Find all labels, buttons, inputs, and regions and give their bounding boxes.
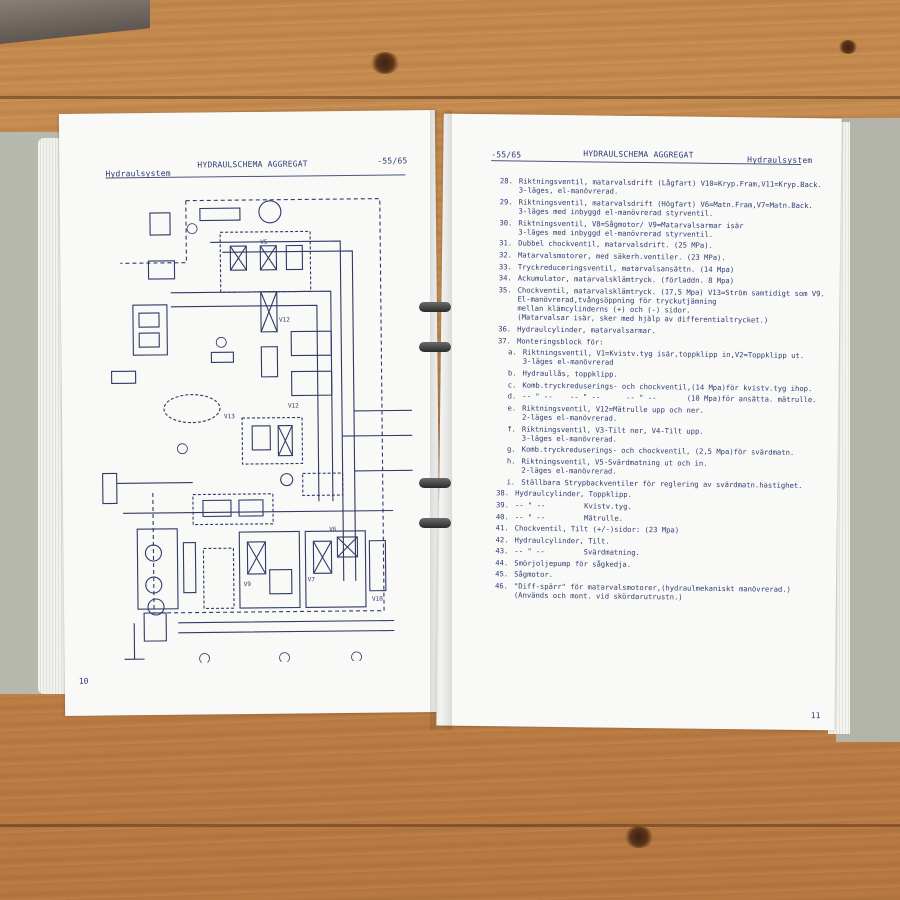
table-plank-seam — [0, 96, 900, 99]
item-text: Komb.tryckreduserings- och chockventil,(… — [522, 380, 813, 393]
item-text: Riktningsventil, matarvalsdrift (Lågfart… — [518, 176, 822, 196]
item-text: Matarvalsmotorer, med säkerh.ventiler. (… — [517, 250, 726, 263]
item-text: Komb.tryckreduserings- och chockventil, … — [521, 444, 795, 458]
item-text: Riktningsventil, V3-Tilt ner, V4-Tilt up… — [521, 424, 704, 444]
left-header-page-range: -55/65 — [377, 156, 408, 166]
item-text: Sågmotor. — [514, 569, 554, 580]
right-header-title: HYDRAULSCHEMA AGGREGAT — [583, 149, 694, 160]
sub-list-item: f. Riktningsventil, V3-Tilt ner, V4-Tilt … — [486, 424, 826, 447]
item-number: 43. — [495, 546, 509, 556]
item-number: 42. — [495, 534, 509, 545]
item-text: Hydraullås, toppklipp. — [522, 368, 618, 379]
item-number: a. — [508, 347, 517, 357]
item-text: "Diff-spärr" för matarvalsmotorer,(hydra… — [513, 581, 791, 602]
item-number: 38. — [496, 488, 510, 498]
wood-knot — [370, 52, 400, 74]
valve-label: V13 — [224, 413, 235, 420]
binder-ring — [419, 478, 451, 488]
hydraulic-schematic: V5 V12 V13 V9 V7 V6 V10 V12 — [102, 198, 415, 664]
item-number: i. — [506, 477, 516, 487]
item-number: b. — [507, 368, 517, 378]
item-number: 29. — [499, 197, 513, 207]
item-number: 36. — [498, 324, 512, 334]
item-number: 35. — [498, 285, 512, 295]
right-page: -55/65 HYDRAULSCHEMA AGGREGAT Hydraulsys… — [436, 113, 842, 731]
item-text: Hydraulcylinder, matarvalsarmar. — [517, 324, 656, 336]
item-text: Hydraulcylinder, Toppklipp. — [515, 488, 633, 500]
binder-ring — [419, 342, 451, 352]
item-number: 44. — [495, 558, 509, 568]
item-number: c. — [507, 379, 517, 390]
item-text: Riktningsventil, V8=Sågmotor/ V9=Matarva… — [518, 218, 744, 239]
binder-ring — [419, 302, 451, 312]
right-header-page-range: -55/65 — [491, 150, 522, 160]
item-number: 31. — [499, 238, 513, 248]
item-number: d. — [507, 391, 517, 401]
binder-gutter — [430, 110, 452, 730]
valve-label: V9 — [244, 581, 252, 588]
right-page-number: 11 — [810, 711, 821, 721]
item-text: Riktningsventil, V12=Mätrulle upp och ne… — [521, 403, 704, 423]
item-text: Chockventil, Tilt (+/-)sidor: (23 Mpa) — [514, 523, 680, 535]
item-text: Chockventil, matarvalsklämtryck. (17,5 M… — [517, 285, 825, 325]
item-number: 30. — [499, 217, 513, 228]
binder-ring — [419, 518, 451, 528]
item-text: Riktningsventil, matarvalsdrift (Högfart… — [518, 197, 813, 218]
item-text: Hydraulcylinder, Tilt. — [514, 535, 610, 546]
item-text: Ackumulator, matarvalsklämtryck. (förlad… — [517, 273, 735, 286]
sub-list-item: a. Riktningsventil, V1=Kvistv.tyg isär,to… — [487, 347, 827, 370]
left-page-number: 10 — [78, 676, 89, 686]
left-page: Hydraulsystem HYDRAULSCHEMA AGGREGAT -55… — [58, 110, 442, 716]
list-item: 46. "Diff-spärr" för matarvalsmotorer,(hy… — [484, 581, 824, 604]
item-number: 40. — [495, 511, 509, 521]
item-text: Smörjoljepump för sågkedja. — [514, 558, 632, 569]
item-number: h. — [506, 456, 516, 466]
list-item: 28. Riktningsventil, matarvalsdrift (Lågf… — [489, 176, 829, 199]
item-number: e. — [507, 403, 517, 413]
item-number: 37. — [497, 335, 512, 345]
item-number: 32. — [498, 250, 513, 260]
item-number: 45. — [495, 569, 509, 579]
item-text: -- " -- Mätrulle. — [514, 511, 624, 523]
item-text: -- " -- -- " -- -- " -- (10 Mpa)för ansä… — [522, 391, 817, 405]
item-text: Riktningsventil, V1=Kvistv.tyg isär,topp… — [522, 347, 805, 368]
item-text: -- " -- Kvistv.tyg. — [514, 500, 632, 511]
item-number: 28. — [499, 176, 513, 186]
item-number: 46. — [494, 581, 509, 591]
valve-label: V10 — [372, 596, 383, 603]
valve-label: V6 — [329, 526, 337, 533]
item-number: f. — [507, 423, 516, 434]
item-text: Ställbara Strypbackventiler för reglerin… — [521, 477, 803, 490]
item-text: Dubbel chockventil, matarvalsdrift. (25 … — [518, 238, 713, 251]
wood-knot — [838, 40, 858, 54]
item-text: Riktningsventil, V5-Svärdmatning ut och … — [521, 456, 708, 476]
list-item: 30. Riktningsventil, V8=Sågmotor/ V9=Mata… — [488, 218, 828, 241]
left-header-title: HYDRAULSCHEMA AGGREGAT — [197, 159, 308, 170]
item-number: 34. — [498, 273, 512, 283]
item-text: Monteringsblock för: — [516, 336, 604, 347]
valve-label: V12 — [288, 402, 299, 409]
item-text: Tryckreduceringsventil, matarvalsansättn… — [517, 262, 735, 274]
valve-label: V5 — [260, 239, 268, 246]
item-number: 33. — [498, 261, 512, 272]
table-plank-seam — [0, 824, 900, 827]
item-number: 39. — [495, 500, 510, 510]
item-text: -- " -- Svärdmatning. — [514, 546, 640, 558]
valve-label: V7 — [308, 576, 316, 583]
sub-list-item: e. Riktningsventil, V12=Mätrulle upp och … — [486, 403, 826, 426]
wood-knot — [624, 826, 654, 848]
valve-label: V12 — [279, 317, 290, 324]
item-number: 41. — [495, 523, 509, 533]
list-item: 29. Riktningsventil, matarvalsdrift (Högf… — [489, 197, 829, 220]
item-number: g. — [506, 444, 516, 454]
list-item: 35. Chockventil, matarvalsklämtryck. (17,… — [487, 285, 827, 326]
sub-list-item: h. Riktningsventil, V5-Svärdmatning ut oc… — [485, 456, 825, 479]
component-list: 28. Riktningsventil, matarvalsdrift (Lågf… — [484, 176, 829, 606]
